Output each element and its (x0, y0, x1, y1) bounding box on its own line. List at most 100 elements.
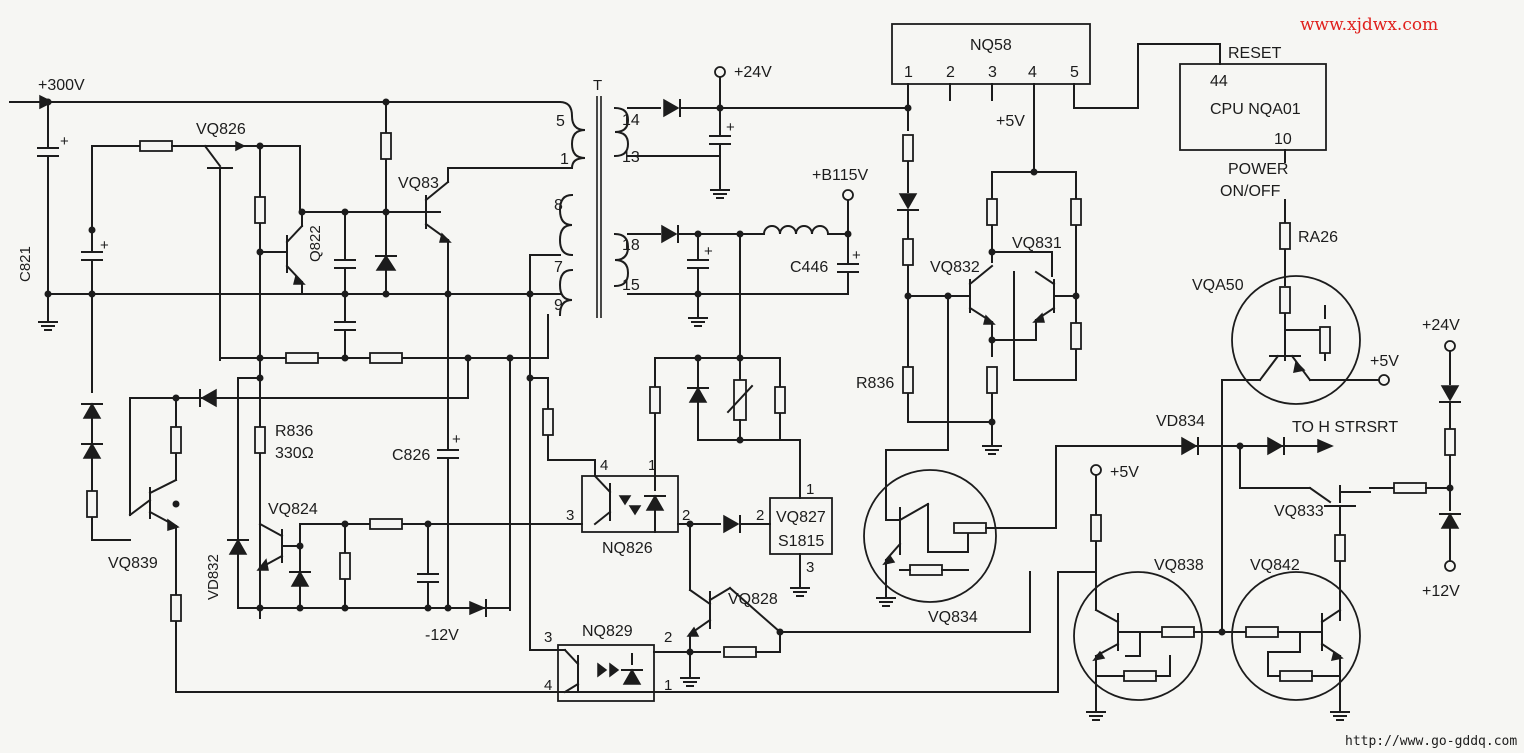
svg-text:+: + (452, 431, 461, 448)
vd834-diode: VD834 TO H STRSRT (1156, 413, 1398, 489)
plus5v-nq58-label: +5V (996, 113, 1025, 130)
vq842-label: VQ842 (1250, 557, 1300, 574)
plusb115v-label: +B115V (812, 167, 869, 184)
vq838-label: VQ838 (1154, 557, 1204, 574)
ra26-label: RA26 (1298, 229, 1338, 246)
c821-label: C821 (17, 246, 34, 282)
plus300v-rail: +300V (9, 77, 561, 110)
plus24v-label: +24V (734, 64, 772, 81)
nq58-label: NQ58 (970, 37, 1012, 54)
svg-text:+: + (704, 243, 713, 260)
svg-text:+: + (100, 237, 109, 254)
nq826-label: NQ826 (602, 540, 653, 557)
vq824-transistor: VQ824 (256, 501, 511, 609)
vq839-transistor: VQ839 (81, 389, 1059, 693)
svg-text:15: 15 (622, 277, 640, 294)
vq828-transistor: VQ828 (679, 586, 1031, 687)
vq828-label: VQ828 (728, 591, 778, 608)
r836-value-label: 330Ω (275, 445, 314, 462)
nq829-optocoupler: NQ829 3 2 4 1 (529, 623, 691, 702)
svg-text:5: 5 (1070, 64, 1079, 81)
svg-text:2: 2 (682, 507, 690, 524)
c826-capacitor: + C826 -12V (392, 293, 487, 644)
cpu-label: CPU NQA01 (1210, 101, 1301, 118)
svg-text:3: 3 (544, 629, 552, 646)
vq827-part: S1815 (778, 533, 824, 550)
svg-text:1: 1 (648, 457, 656, 474)
svg-text:13: 13 (622, 149, 640, 166)
q822-transistor: Q822 (256, 208, 324, 295)
svg-text:4: 4 (544, 677, 552, 694)
transformer: 5 1 8 7 9 T 14 13 18 15 (385, 77, 640, 318)
svg-text:2: 2 (664, 629, 672, 646)
vq834-transistor: VQ834 (863, 445, 1181, 626)
watermark-top: www.xjdwx.com (1300, 15, 1438, 35)
watermark-bottom: http://www.go-gddq.com (1345, 734, 1517, 749)
vq831-label: VQ831 (1012, 235, 1062, 252)
r836-mid-label: R836 (275, 423, 313, 440)
vd834-label: VD834 (1156, 413, 1205, 430)
svg-text:1: 1 (664, 677, 672, 694)
power-label: POWER (1228, 161, 1288, 178)
svg-text:2: 2 (756, 507, 764, 524)
svg-text:44: 44 (1210, 73, 1228, 90)
c826-label: C826 (392, 447, 430, 464)
svg-text:3: 3 (806, 559, 814, 576)
svg-text:3: 3 (566, 507, 574, 524)
svg-text:18: 18 (622, 237, 640, 254)
vq83-transistor: VQ83 (398, 167, 573, 298)
svg-text:14: 14 (622, 112, 640, 129)
vq833-transistor: VQ833 (1274, 482, 1454, 621)
svg-text:9: 9 (554, 297, 563, 314)
to-h-start-label: TO H STRSRT (1292, 419, 1398, 436)
plus5v-vq838-label: +5V (1110, 464, 1139, 481)
vq827-label: VQ827 (776, 509, 826, 526)
reset-label: RESET (1228, 45, 1282, 62)
vq83-label: VQ83 (398, 175, 439, 192)
vqa50-transistor: VQA50 +5V (1192, 275, 1399, 633)
vq838-transistor: VQ838 +5V (1029, 464, 1237, 721)
c446-label: C446 (790, 259, 828, 276)
vd832-label: VD832 (205, 554, 222, 600)
plus12v-right-label: +12V (1422, 583, 1460, 600)
r836-right-label: R836 (856, 375, 894, 392)
vqa50-label: VQA50 (1192, 277, 1244, 294)
vq839-label: VQ839 (108, 555, 158, 572)
nq829-label: NQ829 (582, 623, 633, 640)
vq826-label: VQ826 (196, 121, 246, 138)
svg-text:1: 1 (806, 481, 814, 498)
vq826-transistor: VQ826 (196, 121, 301, 619)
cpu-nqa01: RESET 44 CPU NQA01 10 POWER ON/OFF RA26 (1179, 45, 1338, 286)
vq842-transistor: VQ842 (1231, 557, 1361, 721)
transformer-label: T (593, 77, 602, 94)
svg-text:4: 4 (1028, 64, 1037, 81)
svg-text:+: + (60, 133, 69, 150)
vq834-label: VQ834 (928, 609, 978, 626)
vq832-label: VQ832 (930, 259, 980, 276)
svg-text:1: 1 (904, 64, 913, 81)
svg-text:1: 1 (560, 151, 569, 168)
nq826-optocoupler: NQ826 4 1 3 2 (509, 377, 771, 591)
svg-text:2: 2 (946, 64, 955, 81)
svg-text:7: 7 (554, 259, 563, 276)
vq832-vq831-pair: VQ832 VQ831 (885, 168, 1082, 521)
plus24v-right-label: +24V (1422, 317, 1460, 334)
svg-text:+: + (852, 247, 861, 264)
svg-text:5: 5 (556, 113, 565, 130)
vq827-ic: VQ827 S1815 1 2 3 (756, 481, 833, 597)
vq833-label: VQ833 (1274, 503, 1324, 520)
svg-text:8: 8 (554, 197, 563, 214)
plus300v-label: +300V (38, 77, 85, 94)
svg-text:4: 4 (600, 457, 608, 474)
onoff-label: ON/OFF (1220, 183, 1281, 200)
c821-capacitor: + C821 (17, 101, 69, 331)
svg-text:3: 3 (988, 64, 997, 81)
minus12v-label: -12V (425, 627, 459, 644)
vq824-label: VQ824 (268, 501, 318, 518)
plus5v-vqa50-label: +5V (1370, 353, 1399, 370)
svg-text:+: + (726, 119, 735, 136)
nq58-ic: NQ58 1 2 3 4 5 +5V (891, 23, 1221, 173)
q822-label: Q822 (307, 225, 324, 262)
svg-text:10: 10 (1274, 131, 1292, 148)
